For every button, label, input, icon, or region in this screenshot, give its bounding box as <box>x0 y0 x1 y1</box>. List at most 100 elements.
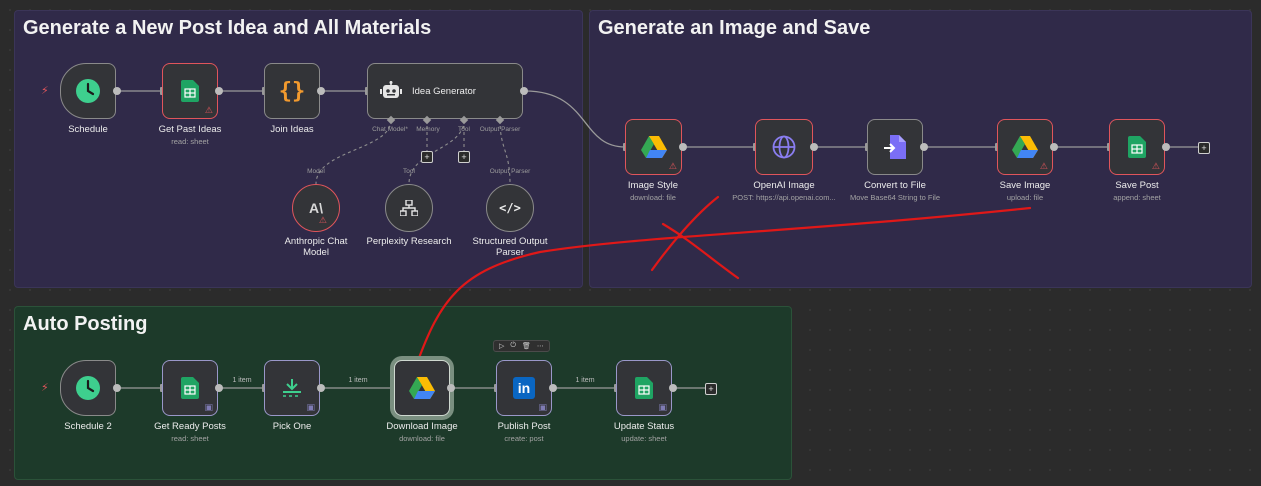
node-label: Parser <box>496 247 524 258</box>
input-handle[interactable] <box>1107 143 1110 151</box>
network-icon <box>400 200 418 216</box>
convert-to-file-node[interactable] <box>867 119 923 175</box>
save-post-node[interactable]: ⚠ <box>1109 119 1165 175</box>
node-label: Idea Generator <box>412 85 476 97</box>
input-handle[interactable] <box>365 87 368 95</box>
add-tool-button[interactable]: + <box>458 151 470 163</box>
download-arrow-icon <box>283 379 301 397</box>
output-handle[interactable] <box>447 384 455 392</box>
google-drive-icon <box>409 377 435 399</box>
get-past-ideas-node[interactable]: ⚠ <box>162 63 218 119</box>
node-label: Perplexity Research <box>366 236 452 247</box>
output-handle[interactable] <box>669 384 677 392</box>
output-handle[interactable] <box>317 384 325 392</box>
clock-icon <box>76 376 100 400</box>
google-drive-icon <box>1012 136 1038 158</box>
node-subtitle: download: file <box>399 434 445 443</box>
input-handle[interactable] <box>614 384 617 392</box>
openai-image-node[interactable] <box>755 119 813 175</box>
anthropic-chat-model-node[interactable]: A\ ⚠ <box>292 184 340 232</box>
add-node-button[interactable]: + <box>1198 142 1210 154</box>
google-drive-icon <box>640 136 667 158</box>
node-subtitle: download: file <box>630 193 676 202</box>
google-sheets-icon <box>181 80 199 102</box>
output-handle[interactable] <box>1162 143 1170 151</box>
pick-one-node[interactable]: ▣ <box>264 360 320 416</box>
node-label: Pick One <box>272 421 312 432</box>
node-label: Schedule 2 <box>64 421 112 432</box>
anthropic-icon: A\ <box>309 200 323 216</box>
node-label: OpenAI Image <box>753 180 815 191</box>
input-handle[interactable] <box>160 87 163 95</box>
add-memory-button[interactable]: + <box>421 151 433 163</box>
idea-generator-node[interactable]: Idea Generator <box>367 63 523 119</box>
warning-triangle-icon: ⚠ <box>204 105 213 115</box>
node-subtitle: read: sheet <box>171 434 209 443</box>
group-title: Auto Posting <box>23 313 148 335</box>
node-label: Anthropic Chat <box>284 236 348 247</box>
node-subtitle: append: sheet <box>1113 193 1161 202</box>
code-brackets-icon: </> <box>499 201 521 215</box>
output-handle[interactable] <box>549 384 557 392</box>
input-handle[interactable] <box>623 143 626 151</box>
warning-triangle-icon: ⚠ <box>1039 161 1048 171</box>
input-handle[interactable] <box>262 87 265 95</box>
warning-triangle-icon: ⚠ <box>668 161 677 171</box>
node-subtitle: create: post <box>504 434 544 443</box>
perplexity-research-node[interactable] <box>385 184 433 232</box>
output-handle[interactable] <box>679 143 687 151</box>
connection-item-count: 1 item <box>232 377 252 384</box>
node-label: Join Ideas <box>270 124 314 135</box>
output-handle[interactable] <box>215 87 223 95</box>
node-label: Download Image <box>386 421 458 432</box>
pinned-data-icon: ▣ <box>306 402 315 412</box>
power-icon[interactable]: ⏻ <box>510 342 516 349</box>
output-handle[interactable] <box>215 384 223 392</box>
play-icon[interactable]: ▷ <box>499 343 505 350</box>
node-label: Save Image <box>999 180 1051 191</box>
group-generate-idea[interactable]: Generate a New Post Idea and All Materia… <box>14 10 583 288</box>
publish-post-node[interactable]: in ▣ <box>496 360 552 416</box>
port-label: Output Parser <box>479 126 521 133</box>
get-ready-posts-node[interactable]: ▣ <box>162 360 218 416</box>
convert-file-icon <box>884 135 906 159</box>
output-handle[interactable] <box>1050 143 1058 151</box>
trigger-bolt-icon: ⚡ <box>41 85 49 97</box>
node-label: Publish Post <box>497 421 551 432</box>
image-style-node[interactable]: ⚠ <box>625 119 682 175</box>
output-handle[interactable] <box>520 87 528 95</box>
schedule-2-node[interactable] <box>60 360 116 416</box>
join-ideas-node[interactable]: {} <box>264 63 320 119</box>
save-image-node[interactable]: ⚠ <box>997 119 1053 175</box>
input-handle[interactable] <box>753 143 756 151</box>
input-handle[interactable] <box>262 384 265 392</box>
google-sheets-icon <box>1128 136 1146 158</box>
node-subtitle: read: sheet <box>171 137 209 146</box>
add-node-button[interactable]: + <box>705 383 717 395</box>
node-label: Image Style <box>627 180 679 191</box>
port-label: Tool <box>403 168 415 175</box>
update-status-node[interactable]: ▣ <box>616 360 672 416</box>
output-handle[interactable] <box>920 143 928 151</box>
input-handle[interactable] <box>995 143 998 151</box>
port-label: Output Parser <box>489 168 531 175</box>
node-subtitle: upload: file <box>1006 193 1044 202</box>
input-handle[interactable] <box>865 143 868 151</box>
structured-output-parser-node[interactable]: </> <box>486 184 534 232</box>
output-handle[interactable] <box>317 87 325 95</box>
output-handle[interactable] <box>113 87 121 95</box>
input-handle[interactable] <box>494 384 497 392</box>
node-subtitle: POST: https://api.openai.com... <box>732 193 836 202</box>
node-label: Convert to File <box>864 180 926 191</box>
schedule-node[interactable] <box>60 63 116 119</box>
more-icon[interactable]: ⋯ <box>536 343 544 350</box>
trigger-bolt-icon: ⚡ <box>41 382 49 394</box>
output-handle[interactable] <box>113 384 121 392</box>
download-image-node[interactable] <box>394 360 450 416</box>
node-label: Save Post <box>1115 180 1159 191</box>
node-toolbar[interactable]: ▷ ⏻ 🗑 ⋯ <box>493 340 550 352</box>
output-handle[interactable] <box>810 143 818 151</box>
trash-icon[interactable]: 🗑 <box>521 343 531 350</box>
input-handle[interactable] <box>160 384 163 392</box>
input-handle[interactable] <box>392 384 395 392</box>
